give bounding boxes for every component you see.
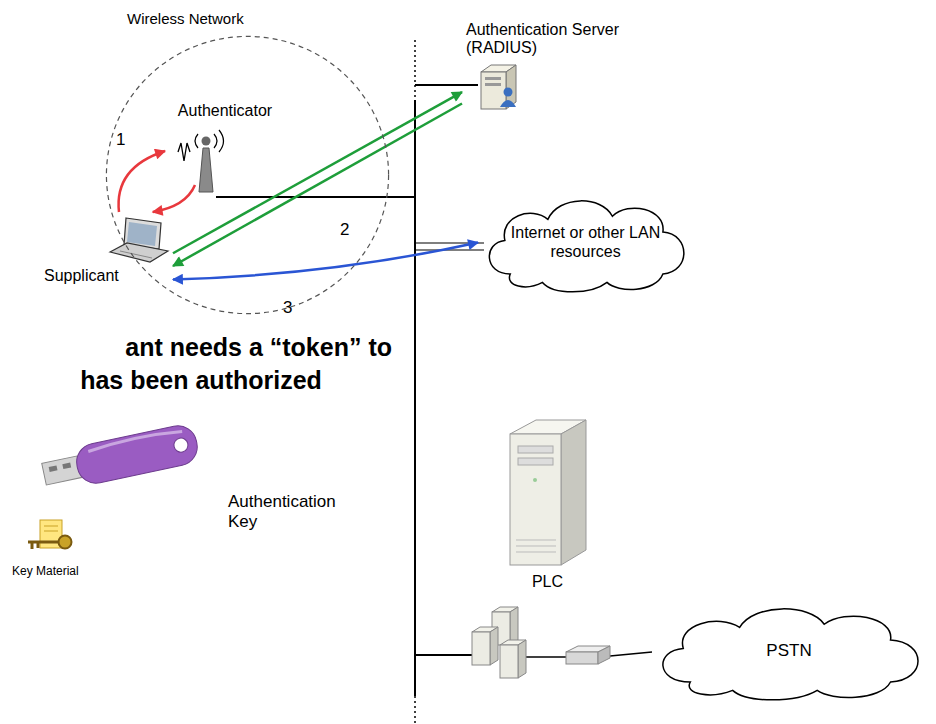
antenna-icon [178, 143, 190, 161]
network-bus [414, 40, 416, 100]
antenna-icon [178, 130, 224, 192]
node-label: Authentication Server (RADIUS) [466, 21, 638, 58]
network-bus [415, 84, 478, 86]
usb-key-icon [49, 465, 58, 472]
key-material-icon [59, 536, 72, 549]
modem-icon [598, 646, 610, 664]
antenna-icon [202, 137, 211, 146]
network-bus [414, 100, 416, 696]
device-label: Authentication Key [228, 492, 346, 531]
supplicant-node: Supplicant [38, 212, 173, 287]
server-cluster [510, 607, 518, 645]
usb-key-icon [173, 437, 190, 454]
authenticator-node: Authenticator [165, 100, 285, 185]
node-label: Authenticator [178, 102, 272, 120]
note-text: ant needs a “token” to [0, 333, 392, 362]
callout-number: 2 [340, 220, 354, 240]
zone-heading: Wireless Network [127, 10, 244, 27]
key-material-icon [28, 520, 72, 549]
server-cluster [472, 607, 526, 678]
cloud-shape [489, 201, 683, 292]
internet-cloud: Internet or other LAN resources [478, 190, 693, 295]
connector-arrow [119, 151, 165, 212]
server-icon [485, 83, 501, 86]
plc-tower [510, 434, 561, 565]
server-cluster [518, 640, 526, 678]
device-label: Key Material [12, 565, 107, 579]
auth-server-node: Authentication Server (RADIUS) [462, 18, 642, 113]
antenna-icon [199, 148, 213, 192]
laptop-icon [110, 243, 168, 262]
wireless-network-zone: Wireless NetworkAuthenticatorSupplicant [105, 35, 390, 315]
node-label: Internet or other LAN resources [511, 224, 661, 261]
plc-tower [510, 420, 586, 565]
network-bus [216, 196, 415, 198]
node-label: PLC [532, 573, 563, 591]
callout-number: 3 [283, 298, 297, 318]
server-icon [481, 72, 506, 109]
server-cluster [490, 627, 498, 665]
connector-arrow [173, 104, 462, 267]
laptop-icon [120, 251, 152, 258]
cloud-shape [663, 609, 918, 700]
server-icon [481, 65, 516, 109]
usb-key-icon [42, 456, 82, 485]
server-icon [500, 100, 516, 107]
server-cluster [500, 645, 518, 678]
plc-tower [516, 552, 556, 553]
network-bus [415, 654, 472, 656]
plc-node: PLC [500, 415, 595, 595]
ellipse-outline [105, 35, 390, 315]
antenna-icon [195, 134, 198, 148]
network-bus [524, 656, 566, 658]
connector-arrow [153, 185, 195, 212]
callout-number: 1 [116, 130, 130, 150]
server-icon [504, 88, 513, 97]
network-bus [610, 652, 652, 656]
plc-tower [561, 420, 586, 565]
server-cluster [472, 632, 490, 665]
plc-tower [516, 540, 556, 541]
node-label: PSTN [766, 641, 811, 661]
connector-arrow [173, 92, 462, 253]
zone-outline [106, 36, 388, 313]
usb-key-icon [62, 463, 71, 470]
usb-key-icon [40, 422, 201, 494]
pstn-cloud: PSTN [648, 598, 930, 703]
key-material-icon [44, 526, 58, 527]
node-label: Supplicant [44, 267, 119, 285]
laptop-icon [110, 218, 168, 262]
modem-icon [566, 652, 598, 664]
network-bus [414, 696, 416, 724]
key-material-icon [44, 531, 58, 532]
modem-icon [566, 646, 610, 664]
key-material-icon [37, 542, 40, 548]
key-material-icon [31, 542, 34, 549]
plc-tower [516, 546, 556, 547]
plc-tower [518, 458, 553, 465]
note-text: has been authorized [36, 366, 366, 395]
plc-tower [518, 446, 553, 453]
usb-key-icon [73, 422, 201, 486]
laptop-icon [127, 222, 157, 246]
server-icon [485, 77, 501, 80]
plc-tower [533, 478, 537, 482]
connector-arrow [173, 243, 478, 280]
antenna-icon [214, 130, 224, 152]
usb-key-icon [88, 429, 183, 452]
